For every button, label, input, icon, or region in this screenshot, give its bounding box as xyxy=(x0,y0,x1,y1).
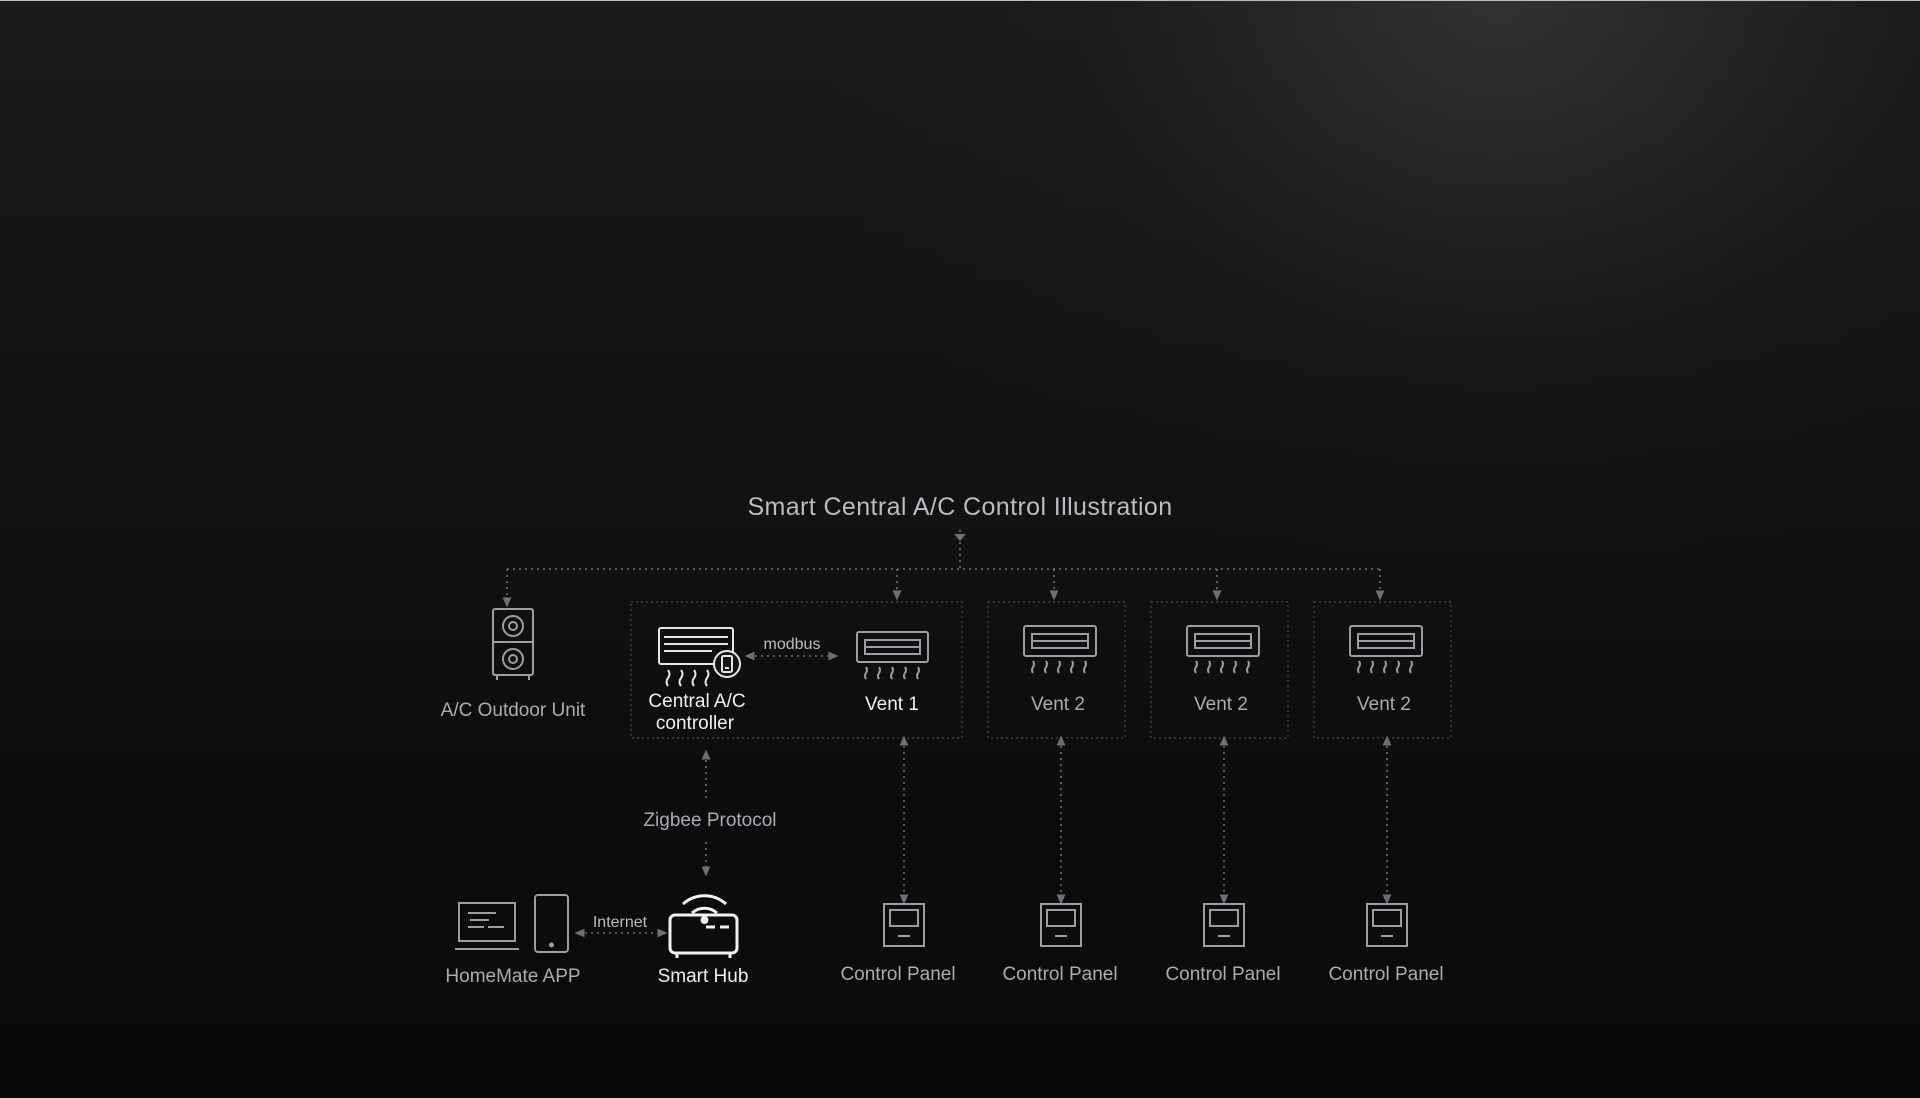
control-panel-icon-4 xyxy=(1366,903,1408,947)
vent1-icon xyxy=(856,631,929,680)
zone-box-2 xyxy=(987,601,1126,739)
vent2a-icon xyxy=(1023,625,1097,674)
hub-label: Smart Hub xyxy=(657,966,749,987)
app-label: HomeMate APP xyxy=(445,966,581,987)
phone-icon xyxy=(534,894,569,953)
vent2c-icon xyxy=(1349,625,1423,674)
control-panel-icon-2 xyxy=(1040,903,1082,947)
vent2a-label: Vent 2 xyxy=(1031,694,1085,715)
vent2b-icon xyxy=(1186,625,1260,674)
control-panel-icon-3 xyxy=(1203,903,1245,947)
diagram-title: Smart Central A/C Control Illustration xyxy=(747,493,1173,521)
vent2c-label: Vent 2 xyxy=(1357,694,1411,715)
zone-box-4 xyxy=(1313,601,1452,739)
panel3-label: Control Panel xyxy=(1165,964,1281,985)
zone-box-3 xyxy=(1150,601,1289,739)
smart-hub-icon xyxy=(668,894,739,958)
vertical-links xyxy=(574,651,1392,938)
controller-icon xyxy=(658,627,741,687)
top-border xyxy=(0,0,1920,1)
zone-box-main xyxy=(630,601,963,739)
controller-label-line2: controller xyxy=(655,713,735,734)
internet-label: Internet xyxy=(592,914,648,931)
outdoor-unit-icon xyxy=(492,608,534,680)
vent2b-label: Vent 2 xyxy=(1194,694,1248,715)
panel4-label: Control Panel xyxy=(1328,964,1444,985)
panel1-label: Control Panel xyxy=(840,964,956,985)
vent1-label: Vent 1 xyxy=(865,694,919,715)
zone-boxes xyxy=(630,601,1452,739)
panel2-label: Control Panel xyxy=(1002,964,1118,985)
controller-label-line1: Central A/C xyxy=(648,691,746,712)
modbus-label: modbus xyxy=(763,636,821,653)
zigbee-label: Zigbee Protocol xyxy=(643,810,777,831)
distribution-bus xyxy=(502,530,1385,608)
control-panel-icon-1 xyxy=(883,903,925,947)
bus-source-arrow xyxy=(954,534,966,541)
laptop-icon xyxy=(455,902,519,950)
outdoor-unit-label: A/C Outdoor Unit xyxy=(440,700,586,721)
